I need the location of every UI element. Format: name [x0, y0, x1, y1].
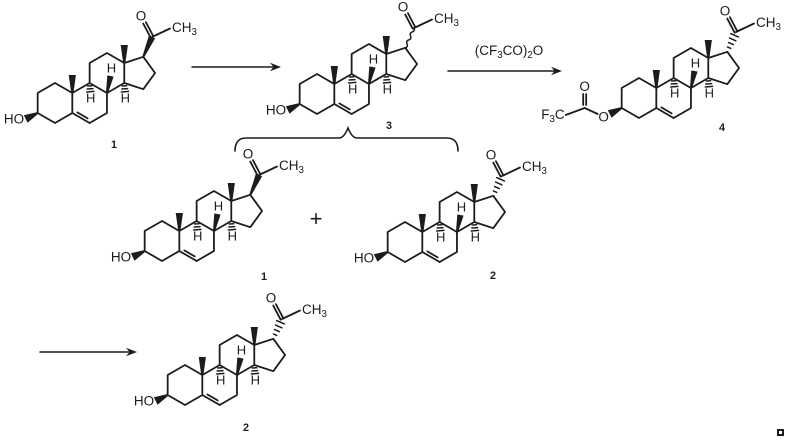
corner-mark — [777, 429, 784, 436]
h-label-c9: H — [436, 230, 445, 245]
h-label-c8: H — [457, 200, 466, 215]
plus-sign: + — [310, 206, 323, 231]
hydroxyl-label: HO — [354, 251, 374, 266]
structure-number-2: 2 — [243, 422, 249, 434]
plus-text: + — [310, 206, 323, 231]
structure-number-2: 2 — [490, 270, 496, 282]
h-label-c14: H — [251, 373, 260, 388]
h-label-c14: H — [471, 230, 480, 245]
steroid-ring-bonds — [143, 190, 263, 262]
methyl-label: CH3 — [522, 159, 547, 177]
h-label-c14: H — [228, 229, 237, 244]
steroid-ring-bonds — [36, 52, 156, 124]
methyl-label: CH3 — [434, 11, 459, 29]
methyl-label: CH3 — [172, 20, 197, 38]
hydroxyl-label: HO — [266, 103, 286, 118]
carbonyl-oxygen-label: O — [266, 291, 277, 306]
carbonyl-oxygen-label: O — [136, 9, 147, 24]
trifluoromethyl-label: F3C — [541, 107, 565, 125]
arrow-1 — [191, 62, 281, 72]
steroid-ring-bonds — [620, 47, 740, 119]
carbonyl-oxygen-label: O — [720, 4, 731, 19]
methyl-label: CH3 — [302, 302, 327, 320]
hydroxyl-label: HO — [134, 394, 154, 409]
h-label-c14: H — [121, 91, 130, 106]
steroid-ring-bonds — [166, 334, 286, 406]
hydroxyl-label: HO — [4, 112, 24, 127]
carbonyl-oxygen-label: O — [243, 147, 254, 162]
steroid-ring-bonds — [386, 191, 506, 263]
hydroxyl-label: HO — [111, 250, 131, 265]
h-label-c8: H — [107, 61, 116, 76]
ester-oxygen-label: O — [598, 110, 609, 125]
carbonyl-oxygen-label: O — [486, 148, 497, 163]
h-label-c9: H — [193, 229, 202, 244]
h-label-c14: H — [383, 82, 392, 97]
structure-number-1: 1 — [261, 271, 267, 283]
structure-number-4: 4 — [719, 122, 725, 134]
mixture-brace — [234, 125, 459, 152]
h-label-c8: H — [237, 343, 246, 358]
arrow-2: (CF3CO)2O — [447, 43, 562, 76]
methyl-label: CH3 — [279, 158, 304, 176]
h-label-c8: H — [369, 52, 378, 67]
h-label-c9: H — [86, 91, 95, 106]
reagent-label: (CF3CO)2O — [475, 43, 544, 61]
carbonyl-oxygen-label: O — [398, 0, 409, 15]
structure-number-3: 3 — [386, 120, 392, 132]
h-label-c9: H — [348, 82, 357, 97]
h-label-c14: H — [705, 86, 714, 101]
h-label-c8: H — [214, 199, 223, 214]
h-label-c8: H — [691, 56, 700, 71]
methyl-label: CH3 — [756, 15, 781, 33]
structure-number-1: 1 — [111, 139, 117, 151]
tfa-carbonyl-oxygen-label: O — [579, 79, 590, 94]
steroid-ring-bonds — [298, 43, 418, 115]
h-label-c9: H — [670, 86, 679, 101]
arrow-3 — [39, 347, 137, 357]
h-label-c9: H — [216, 373, 225, 388]
